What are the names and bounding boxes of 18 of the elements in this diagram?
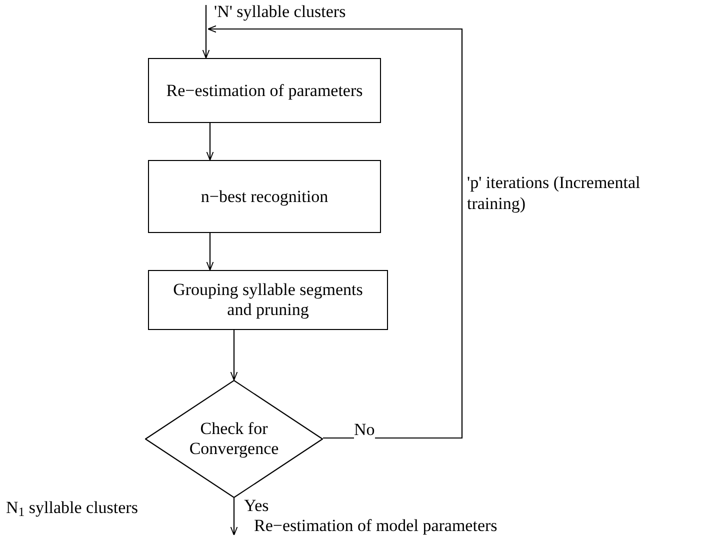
node-label: Re−estimation of parameters [166,80,363,100]
decision-diamond [145,380,323,498]
process-box [148,58,381,123]
note-text: Re−estimation of model parameters [254,515,498,536]
arrow [208,25,463,439]
arrow [230,498,238,536]
node-label: Grouping syllable segments and pruning [172,280,364,320]
arrow [206,233,214,270]
arrow [230,330,238,380]
process-box [148,270,388,330]
process-box [148,160,381,233]
arrow [206,123,214,160]
edge-label: 'N' syllable clusters [214,2,346,22]
node-label: n−best recognition [200,186,328,206]
arrow [202,5,210,58]
note-text: N$_{1}$ syllable clusters [6,497,139,518]
node-label: Check for Convergence [189,419,279,459]
note-text: 'p' iterations (Incremental training) [467,172,642,214]
